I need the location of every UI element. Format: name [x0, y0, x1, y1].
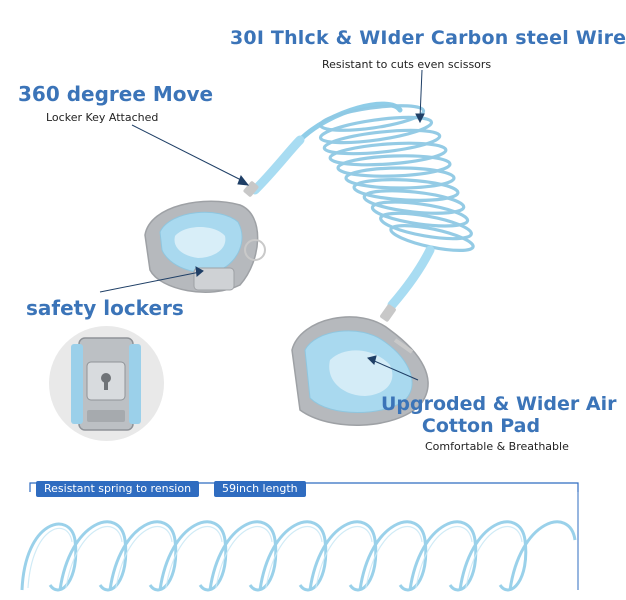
product-feature-graphic: 30I Thlck & WIder Carbon steel Wire Resi…	[18, 27, 626, 592]
small-wrist-cuff	[144, 200, 266, 293]
product-illustration	[20, 69, 579, 592]
large-wrist-cuff	[291, 316, 429, 426]
move-subtitle: Locker Key Attached	[46, 111, 159, 124]
coiled-cable	[243, 101, 475, 322]
pointer-lines	[99, 69, 425, 381]
spring-label: Resistant spring to rension	[36, 481, 200, 497]
locker-icon	[71, 337, 141, 431]
locker-closeup	[49, 326, 164, 441]
wire-subtitle: Resistant to cuts even scissors	[322, 58, 492, 71]
locker-title: safety lockers	[26, 296, 184, 320]
length-label: 59inch length	[214, 481, 306, 497]
pad-title-line1: Upgroded & Wider Air	[381, 393, 617, 415]
pad-title: Upgroded & Wider Air Cotton Pad	[381, 393, 617, 437]
wire-title: 30I Thlck & WIder Carbon steel Wire	[230, 27, 626, 49]
move-title: 360 degree Move	[18, 82, 214, 106]
spring-length-banner	[20, 482, 579, 592]
pad-title-line2: Cotton Pad	[421, 415, 541, 437]
pad-subtitle: Comfortable & Breathable	[425, 440, 569, 453]
